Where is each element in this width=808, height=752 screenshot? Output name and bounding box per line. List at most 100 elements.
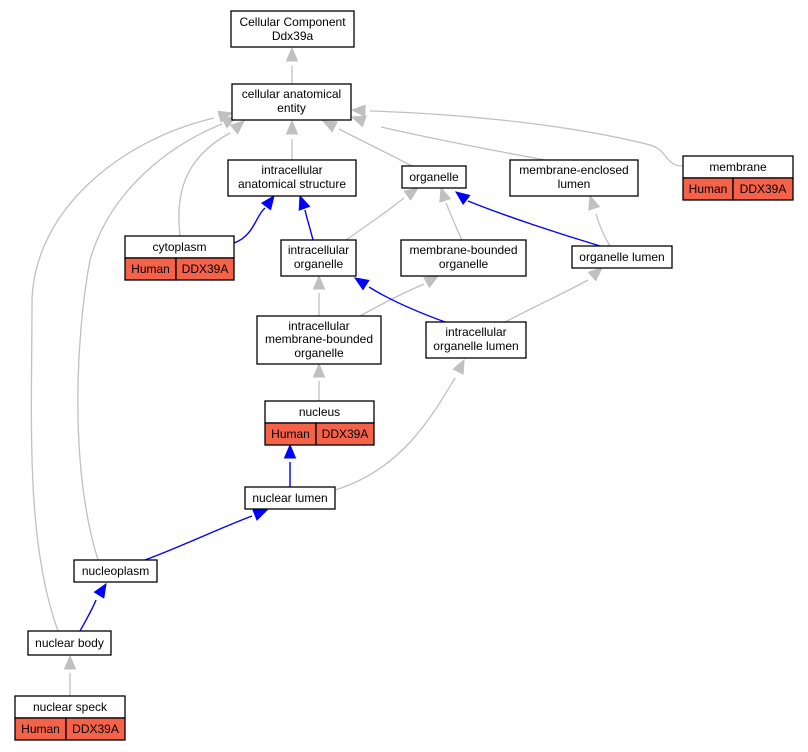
edge-line [504,279,589,323]
node-label-line: nucleoplasm [82,564,149,578]
arrow-head-icon [285,119,299,135]
node-label-line: organelle [294,257,344,271]
node-label-line: intracellular [288,319,349,333]
arrow-head-icon [93,582,107,599]
edge-organelle-to-cae [321,120,413,167]
node-label-line: entity [277,101,306,115]
arrow-head-icon [229,120,245,135]
node-membrane-enclosed-lumen[interactable]: membrane-enclosed lumen [509,159,639,197]
edge-intra-org-to-organelle [345,187,420,241]
node-label-line: Ddx39a [272,29,314,43]
edge-line [334,377,456,491]
node-nucleoplasm[interactable]: nucleoplasm [73,559,158,583]
node-intracellular-organelle-lumen[interactable]: intracellular organelle lumen [425,321,527,359]
node-label-line: cytoplasm [152,240,206,254]
arrow-head-icon [587,267,603,282]
edge-membrane-to-cae [350,104,684,167]
edge-intra-org-lumen-to-org-lumen [504,267,603,323]
edge-nuclear-speck-to-nuclear-body [63,654,77,696]
node-membrane-bounded-organelle[interactable]: membrane-bounded organelle [400,239,527,277]
arrow-head-icon [298,194,311,211]
species-tag: Human [131,262,170,276]
arrow-head-icon [588,194,601,211]
edge-mem-bounded-to-organelle [439,186,463,241]
edge-nuclear-lumen-to-nucleus [283,443,297,487]
node-label-line: membrane [709,160,767,174]
node-cytoplasm[interactable]: cytoplasm Human DDX39A [124,235,235,281]
node-label-line: organelle lumen [579,250,664,264]
edge-mem-enclosed-to-cae [350,115,546,161]
edge-nuclear-body-to-cae [30,110,234,632]
arrow-head-icon [454,191,471,206]
node-nuclear-speck[interactable]: nuclear speck Human DDX39A [14,695,126,741]
node-label-line: intracellular [261,163,322,177]
arrow-head-icon [321,120,338,133]
gene-tag: DDX39A [322,427,369,441]
edge-line [233,207,266,244]
edge-intra-mem-bounded-to-mem-bounded [359,275,440,317]
node-cellular-component[interactable]: Cellular Component Ddx39a [230,10,355,48]
arrow-head-icon [423,275,440,289]
gene-tag: DDX39A [740,182,787,196]
node-label-line: intracellular [445,325,506,339]
edge-org-lumen-to-organelle [454,191,601,247]
gene-tag: DDX39A [72,722,119,736]
arrow-head-icon [63,654,77,670]
edge-line [595,213,611,247]
edge-cytoplasm-to-intracellular-as [233,194,275,244]
edge-line [338,128,413,167]
edge-nuclear-lumen-to-intra-org-lumen [334,358,465,491]
arrow-head-icon [312,362,326,378]
node-label-line: anatomical structure [238,177,346,191]
arrow-head-icon [350,104,366,117]
node-layer: Cellular Component Ddx39a cellular anato… [14,10,794,741]
arrow-head-icon [252,509,269,521]
edge-line [30,117,215,632]
node-intracellular-anatomical-structure[interactable]: intracellular anatomical structure [227,159,357,197]
edge-line [445,202,463,241]
node-membrane[interactable]: membrane Human DDX39A [682,155,794,201]
node-label-line: organelle [409,170,459,184]
node-nuclear-body[interactable]: nuclear body [27,630,112,656]
node-intracellular-membrane-bounded-organelle[interactable]: intracellular membrane-bounded organelle [256,315,382,365]
edge-nucleoplasm-to-cae [77,116,238,561]
edge-cytoplasm-to-cae [178,120,245,237]
arrow-head-icon [217,110,234,123]
arrow-head-icon [452,358,465,375]
edge-org-lumen-to-mem-enclosed [588,194,611,247]
arrow-head-icon [439,186,452,203]
edge-cae-to-root [285,46,299,84]
node-label-line: nuclear speck [33,700,108,714]
arrow-head-icon [283,443,297,459]
edge-line [368,286,446,323]
arrow-head-icon [353,277,370,291]
edge-nuclear-body-to-nucleoplasm [79,582,107,632]
node-nuclear-lumen[interactable]: nuclear lumen [244,486,336,510]
arrow-head-icon [285,46,299,62]
species-tag: Human [21,722,60,736]
edge-line [467,200,601,247]
node-cellular-anatomical-entity[interactable]: cellular anatomical entity [231,83,352,121]
node-label-line: nuclear body [35,636,104,650]
node-label-line: cellular anatomical [242,87,341,101]
node-label-line: organelle [294,346,344,360]
node-label-line: nucleus [299,405,340,419]
edge-nucleoplasm-to-nuclear-lumen [144,509,269,561]
edge-line [380,126,546,161]
node-label-line: membrane-enclosed [519,163,628,177]
node-intracellular-organelle[interactable]: intracellular organelle [280,239,357,277]
edge-line [359,283,425,317]
edge-line [77,123,223,561]
species-tag: Human [271,427,310,441]
node-label-line: membrane-bounded [265,332,373,346]
node-label-line: organelle lumen [433,339,518,353]
node-organelle-lumen[interactable]: organelle lumen [571,245,673,269]
arrow-head-icon [350,115,367,128]
node-label-line: membrane-bounded [409,243,517,257]
node-organelle[interactable]: organelle [401,165,467,189]
edge-nucleus-to-intra-mem-bounded [312,362,326,401]
edge-intra-mem-bounded-to-intra-org [312,274,326,316]
edge-intra-org-to-intracellular-as [298,194,314,241]
node-nucleus[interactable]: nucleus Human DDX39A [264,400,375,446]
